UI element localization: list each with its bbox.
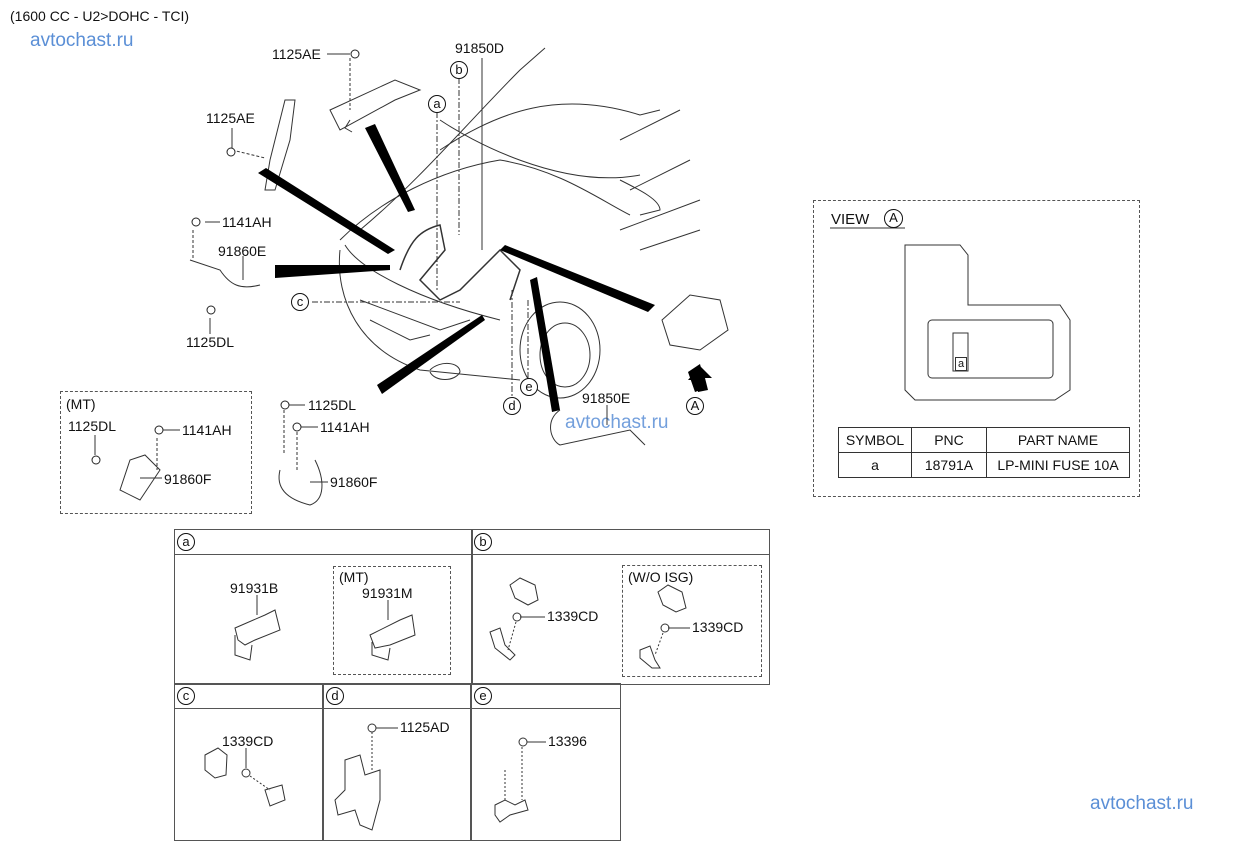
engine-spec-title: (1600 CC - U2>DOHC - TCI) <box>10 8 190 24</box>
callout-e[interactable]: e <box>520 378 538 396</box>
detail-a-mt-title: (MT) <box>339 569 369 585</box>
view-a-parts-table: SYMBOL PNC PART NAME a 18791A LP-MINI FU… <box>838 427 1130 478</box>
detail-e-part-13396[interactable]: 13396 <box>548 733 587 749</box>
detail-b-wo-isg-box <box>622 565 762 677</box>
callout-d[interactable]: d <box>503 397 521 415</box>
table-header-part-name: PART NAME <box>986 427 1130 453</box>
detail-key-c: c <box>177 687 195 705</box>
detail-cell-e <box>470 683 621 841</box>
view-a-panel <box>813 200 1140 497</box>
mt-part-label-1125dl[interactable]: 1125DL <box>68 418 117 434</box>
detail-cell-d-header <box>323 684 471 709</box>
watermark-top: avtochast.ru <box>30 30 134 51</box>
callout-view-a[interactable]: A <box>686 397 704 415</box>
detail-cell-d <box>322 683 472 841</box>
table-cell-pnc[interactable]: 18791A <box>911 452 987 478</box>
table-header-pnc: PNC <box>911 427 987 453</box>
view-a-marker: A <box>884 209 903 228</box>
detail-key-a: a <box>177 533 195 551</box>
mt-variant-box <box>60 391 252 514</box>
part-label-1141ah[interactable]: 1141AH <box>222 214 272 230</box>
detail-d-part-1125ad[interactable]: 1125AD <box>400 719 450 735</box>
part-label-91850e[interactable]: 91850E <box>582 390 631 406</box>
callout-b[interactable]: b <box>450 61 468 79</box>
fuse-slot-a-label[interactable]: a <box>955 357 968 371</box>
detail-b-wo-isg-part-1339cd[interactable]: 1339CD <box>692 619 744 635</box>
detail-cell-a-header <box>175 530 472 555</box>
part-label-1125ae-top[interactable]: 1125AE <box>272 46 321 62</box>
detail-a-part-91931m[interactable]: 91931M <box>362 585 413 601</box>
std-part-label-1141ah[interactable]: 1141AH <box>320 419 370 435</box>
part-label-91860e[interactable]: 91860E <box>218 243 267 259</box>
detail-cell-c <box>174 683 324 841</box>
detail-b-wo-isg-title: (W/O ISG) <box>628 569 694 585</box>
detail-b-part-1339cd[interactable]: 1339CD <box>547 608 599 624</box>
table-row[interactable]: a 18791A LP-MINI FUSE 10A <box>838 452 1130 478</box>
detail-key-b: b <box>474 533 492 551</box>
detail-cell-c-header <box>175 684 323 709</box>
std-part-label-1125dl[interactable]: 1125DL <box>308 397 357 413</box>
mt-box-title: (MT) <box>66 396 96 412</box>
part-label-1125ae-left[interactable]: 1125AE <box>206 110 255 126</box>
watermark-bottom: avtochast.ru <box>1090 793 1194 814</box>
callout-c[interactable]: c <box>291 293 309 311</box>
detail-cell-b-header <box>472 530 769 555</box>
detail-a-part-91931b[interactable]: 91931B <box>230 580 279 596</box>
table-header-row: SYMBOL PNC PART NAME <box>838 427 1130 453</box>
std-part-label-91860f[interactable]: 91860F <box>330 474 378 490</box>
watermark-center: avtochast.ru <box>565 412 669 433</box>
table-cell-part-name: LP-MINI FUSE 10A <box>986 452 1130 478</box>
detail-key-e: e <box>474 687 492 705</box>
detail-a-mt-box <box>333 566 451 675</box>
mt-part-label-1141ah[interactable]: 1141AH <box>182 422 232 438</box>
part-label-1125dl[interactable]: 1125DL <box>186 334 235 350</box>
detail-c-part-1339cd[interactable]: 1339CD <box>222 733 274 749</box>
part-label-91850d[interactable]: 91850D <box>455 40 505 56</box>
detail-key-d: d <box>326 687 344 705</box>
view-a-title: VIEW <box>831 211 870 228</box>
mt-part-label-91860f[interactable]: 91860F <box>164 471 212 487</box>
callout-a[interactable]: a <box>428 95 446 113</box>
detail-cell-e-header <box>471 684 620 709</box>
